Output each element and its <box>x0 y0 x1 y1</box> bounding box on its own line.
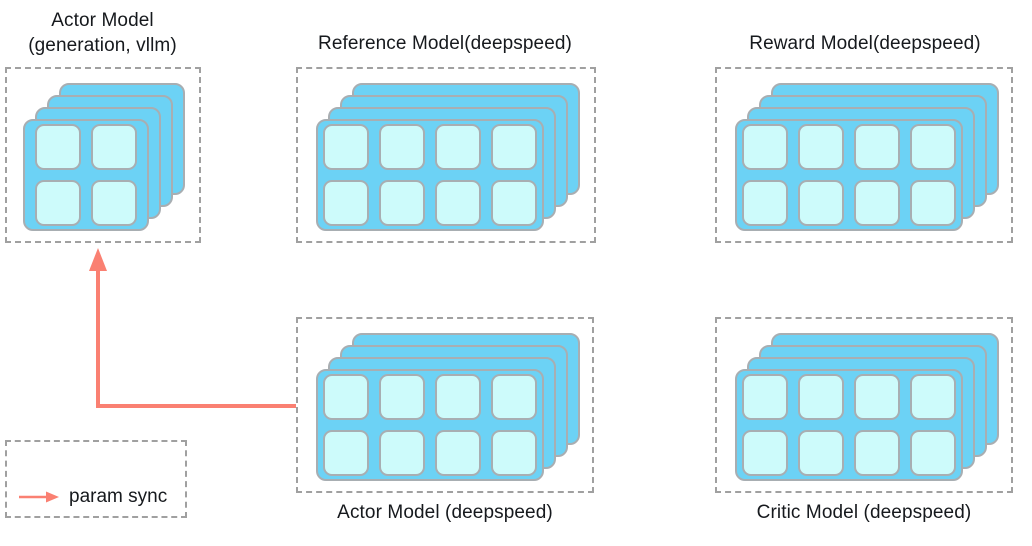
chip <box>742 180 788 226</box>
chip <box>742 374 788 420</box>
caption-reward: Reward Model(deepspeed) <box>749 33 981 54</box>
chip <box>798 180 844 226</box>
caption-reference: Reference Model(deepspeed) <box>318 33 572 54</box>
chip <box>323 124 369 170</box>
chip <box>323 374 369 420</box>
card-stack-actor-vllm <box>23 83 188 231</box>
caption-actor-deepspeed: Actor Model (deepspeed) <box>337 502 553 523</box>
chip <box>379 430 425 476</box>
card-stack-critic <box>735 333 1001 481</box>
chip <box>379 124 425 170</box>
chip <box>35 180 81 226</box>
group-actor-vllm[interactable] <box>5 67 201 243</box>
chip <box>798 124 844 170</box>
chip <box>35 124 81 170</box>
group-reference[interactable] <box>296 67 596 243</box>
card-front <box>23 119 149 231</box>
chip <box>323 180 369 226</box>
chip <box>435 180 481 226</box>
group-actor-deepspeed[interactable] <box>296 317 594 493</box>
card-stack-reward <box>735 83 1001 231</box>
arrow-right-icon <box>19 491 59 503</box>
chip <box>323 430 369 476</box>
legend-row: param sync <box>17 486 167 508</box>
chip <box>491 180 537 226</box>
card-stack-actor-deepspeed <box>316 333 582 481</box>
chip <box>854 430 900 476</box>
chip <box>854 124 900 170</box>
chip <box>742 430 788 476</box>
chip <box>798 374 844 420</box>
chip <box>491 374 537 420</box>
arrowhead-icon <box>89 248 107 271</box>
group-reward[interactable] <box>715 67 1013 243</box>
chip <box>910 430 956 476</box>
chip <box>798 430 844 476</box>
connector-line <box>96 268 296 408</box>
chip <box>491 124 537 170</box>
chip <box>491 430 537 476</box>
chip <box>435 124 481 170</box>
chip <box>854 374 900 420</box>
chip <box>435 430 481 476</box>
card-stack-reference <box>316 83 582 231</box>
legend-box: param sync <box>5 440 187 518</box>
chip <box>910 374 956 420</box>
chip <box>854 180 900 226</box>
caption-actor-vllm: Actor Model (generation, vllm) <box>28 10 177 56</box>
chip <box>91 124 137 170</box>
card-front <box>316 119 544 231</box>
chip <box>742 124 788 170</box>
chip <box>91 180 137 226</box>
chip <box>910 180 956 226</box>
chip <box>379 180 425 226</box>
chip <box>379 374 425 420</box>
card-front <box>735 369 963 481</box>
card-front <box>316 369 544 481</box>
chip <box>910 124 956 170</box>
legend-label: param sync <box>69 486 168 507</box>
card-front <box>735 119 963 231</box>
chip <box>435 374 481 420</box>
group-critic[interactable] <box>715 317 1013 493</box>
caption-critic: Critic Model (deepspeed) <box>756 502 972 523</box>
